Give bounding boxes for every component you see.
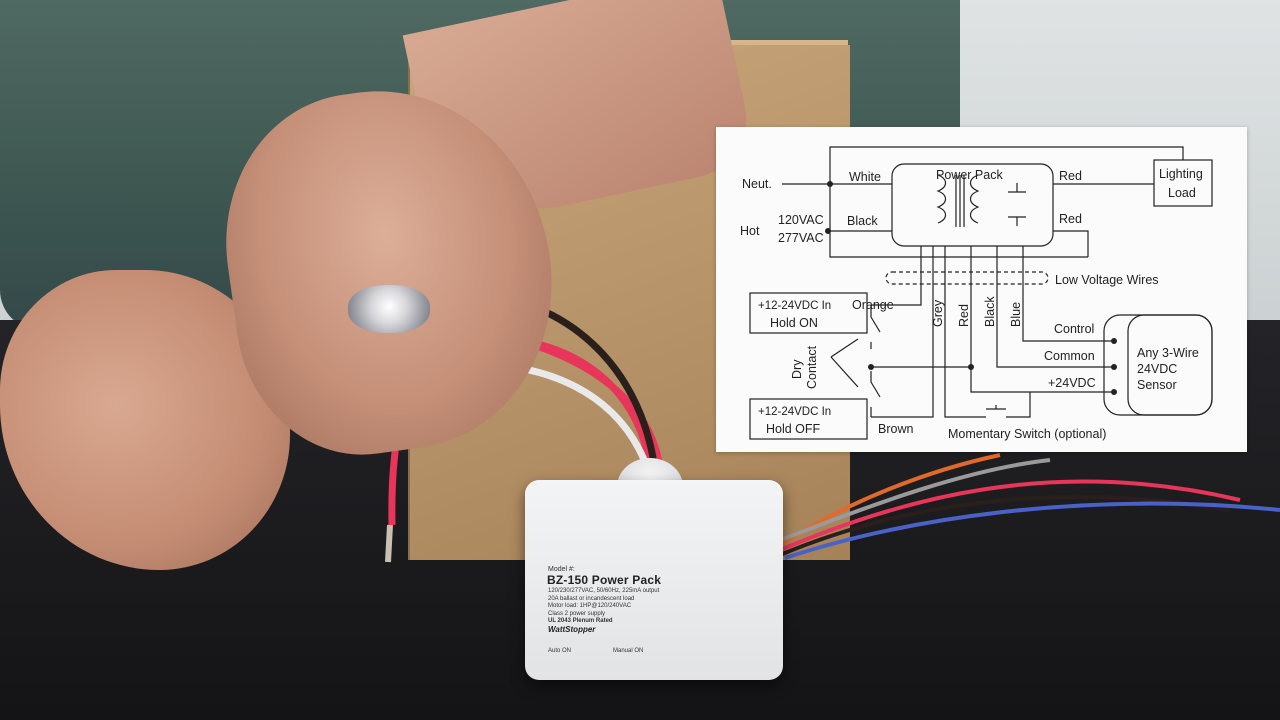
label-brown: Brown bbox=[878, 422, 913, 436]
label-grey: Grey bbox=[931, 299, 945, 327]
label-neut: Neut. bbox=[742, 177, 772, 191]
label-red-2: Red bbox=[1059, 212, 1082, 226]
label-white: White bbox=[849, 170, 881, 184]
device-spec-line: 20A ballast or incandescent load bbox=[548, 595, 635, 602]
device-model-label: Model #: bbox=[548, 566, 575, 573]
wire-red-right bbox=[779, 479, 1241, 552]
label-hold-off-2: Hold OFF bbox=[766, 422, 821, 436]
label-lighting: Lighting bbox=[1159, 167, 1203, 181]
label-hold-on-2: Hold ON bbox=[770, 316, 818, 330]
device-spec-line: Motor load: 1HP@120/240VAC bbox=[548, 603, 632, 609]
label-orange: Orange bbox=[852, 298, 894, 312]
label-hot: Hot bbox=[740, 224, 760, 238]
label-sensor-1: Any 3-Wire bbox=[1137, 346, 1199, 360]
label-red-vertical: Red bbox=[957, 304, 971, 327]
label-dry: Dry bbox=[790, 359, 804, 379]
sensor-box-inner bbox=[1127, 314, 1213, 416]
hold-off-box bbox=[749, 398, 868, 440]
device-brand-logo: WattStopper bbox=[548, 625, 596, 634]
device-spec-line: UL 2043 Plenum Rated bbox=[548, 618, 613, 624]
label-power-pack: Power Pack bbox=[936, 168, 1003, 182]
copper-end-loop bbox=[385, 524, 393, 563]
label-contact: Contact bbox=[805, 345, 819, 389]
diamond-ring bbox=[348, 285, 430, 333]
label-low-voltage: Low Voltage Wires bbox=[1055, 273, 1159, 287]
label-load: Load bbox=[1168, 186, 1196, 200]
power-pack-box bbox=[891, 163, 1054, 247]
wire-black-right bbox=[779, 495, 1231, 557]
label-momentary-switch: Momentary Switch (optional) bbox=[948, 427, 1106, 441]
label-blue-vertical: Blue bbox=[1009, 302, 1023, 327]
label-hold-on-1: +12-24VDC In bbox=[758, 300, 831, 312]
label-black-in: Black bbox=[847, 214, 878, 228]
hold-on-box bbox=[749, 292, 868, 334]
label-277vac: 277VAC bbox=[778, 231, 824, 245]
device-switch-auto: Auto ON bbox=[548, 648, 572, 654]
label-red-1: Red bbox=[1059, 169, 1082, 183]
wiring-diagram: Neut. Hot 120VAC 277VAC White Black Powe… bbox=[716, 127, 1247, 452]
label-sensor-3: Sensor bbox=[1137, 378, 1177, 392]
low-voltage-bundle bbox=[885, 271, 1049, 285]
power-pack-device bbox=[525, 480, 783, 680]
label-hold-off-1: +12-24VDC In bbox=[758, 406, 831, 418]
device-spec-line: Class 2 power supply bbox=[548, 610, 606, 617]
label-plus24vdc: +24VDC bbox=[1048, 376, 1096, 390]
label-common: Common bbox=[1044, 349, 1095, 363]
wire-blue-right bbox=[784, 501, 1280, 560]
device-spec-line: 120/230/277VAC, 50/60Hz, 225mA output bbox=[548, 588, 660, 594]
label-control: Control bbox=[1054, 322, 1094, 336]
device-switch-manual: Manual ON bbox=[613, 648, 644, 654]
label-black-vertical: Black bbox=[983, 296, 997, 327]
wire-grey-right bbox=[779, 458, 1051, 542]
device-name: BZ-150 Power Pack bbox=[547, 573, 662, 587]
label-120vac: 120VAC bbox=[778, 213, 824, 227]
device-specs: 120/230/277VAC, 50/60Hz, 225mA output 20… bbox=[548, 588, 698, 626]
wiring-diagram-svg: Neut. Hot 120VAC 277VAC White Black Powe… bbox=[740, 146, 1213, 441]
label-sensor-2: 24VDC bbox=[1137, 362, 1177, 376]
